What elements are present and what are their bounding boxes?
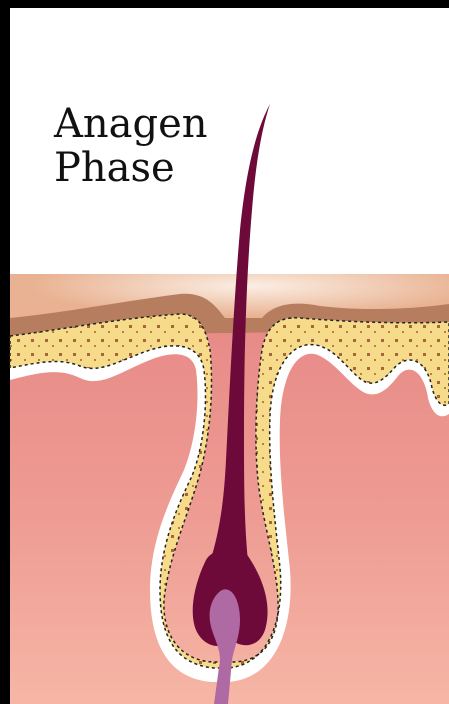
phase-label-line1: Anagen (54, 102, 208, 146)
border-top (0, 0, 449, 8)
border-left (0, 0, 10, 704)
phase-label-line2: Phase (54, 146, 208, 190)
phase-label: Anagen Phase (54, 102, 208, 190)
